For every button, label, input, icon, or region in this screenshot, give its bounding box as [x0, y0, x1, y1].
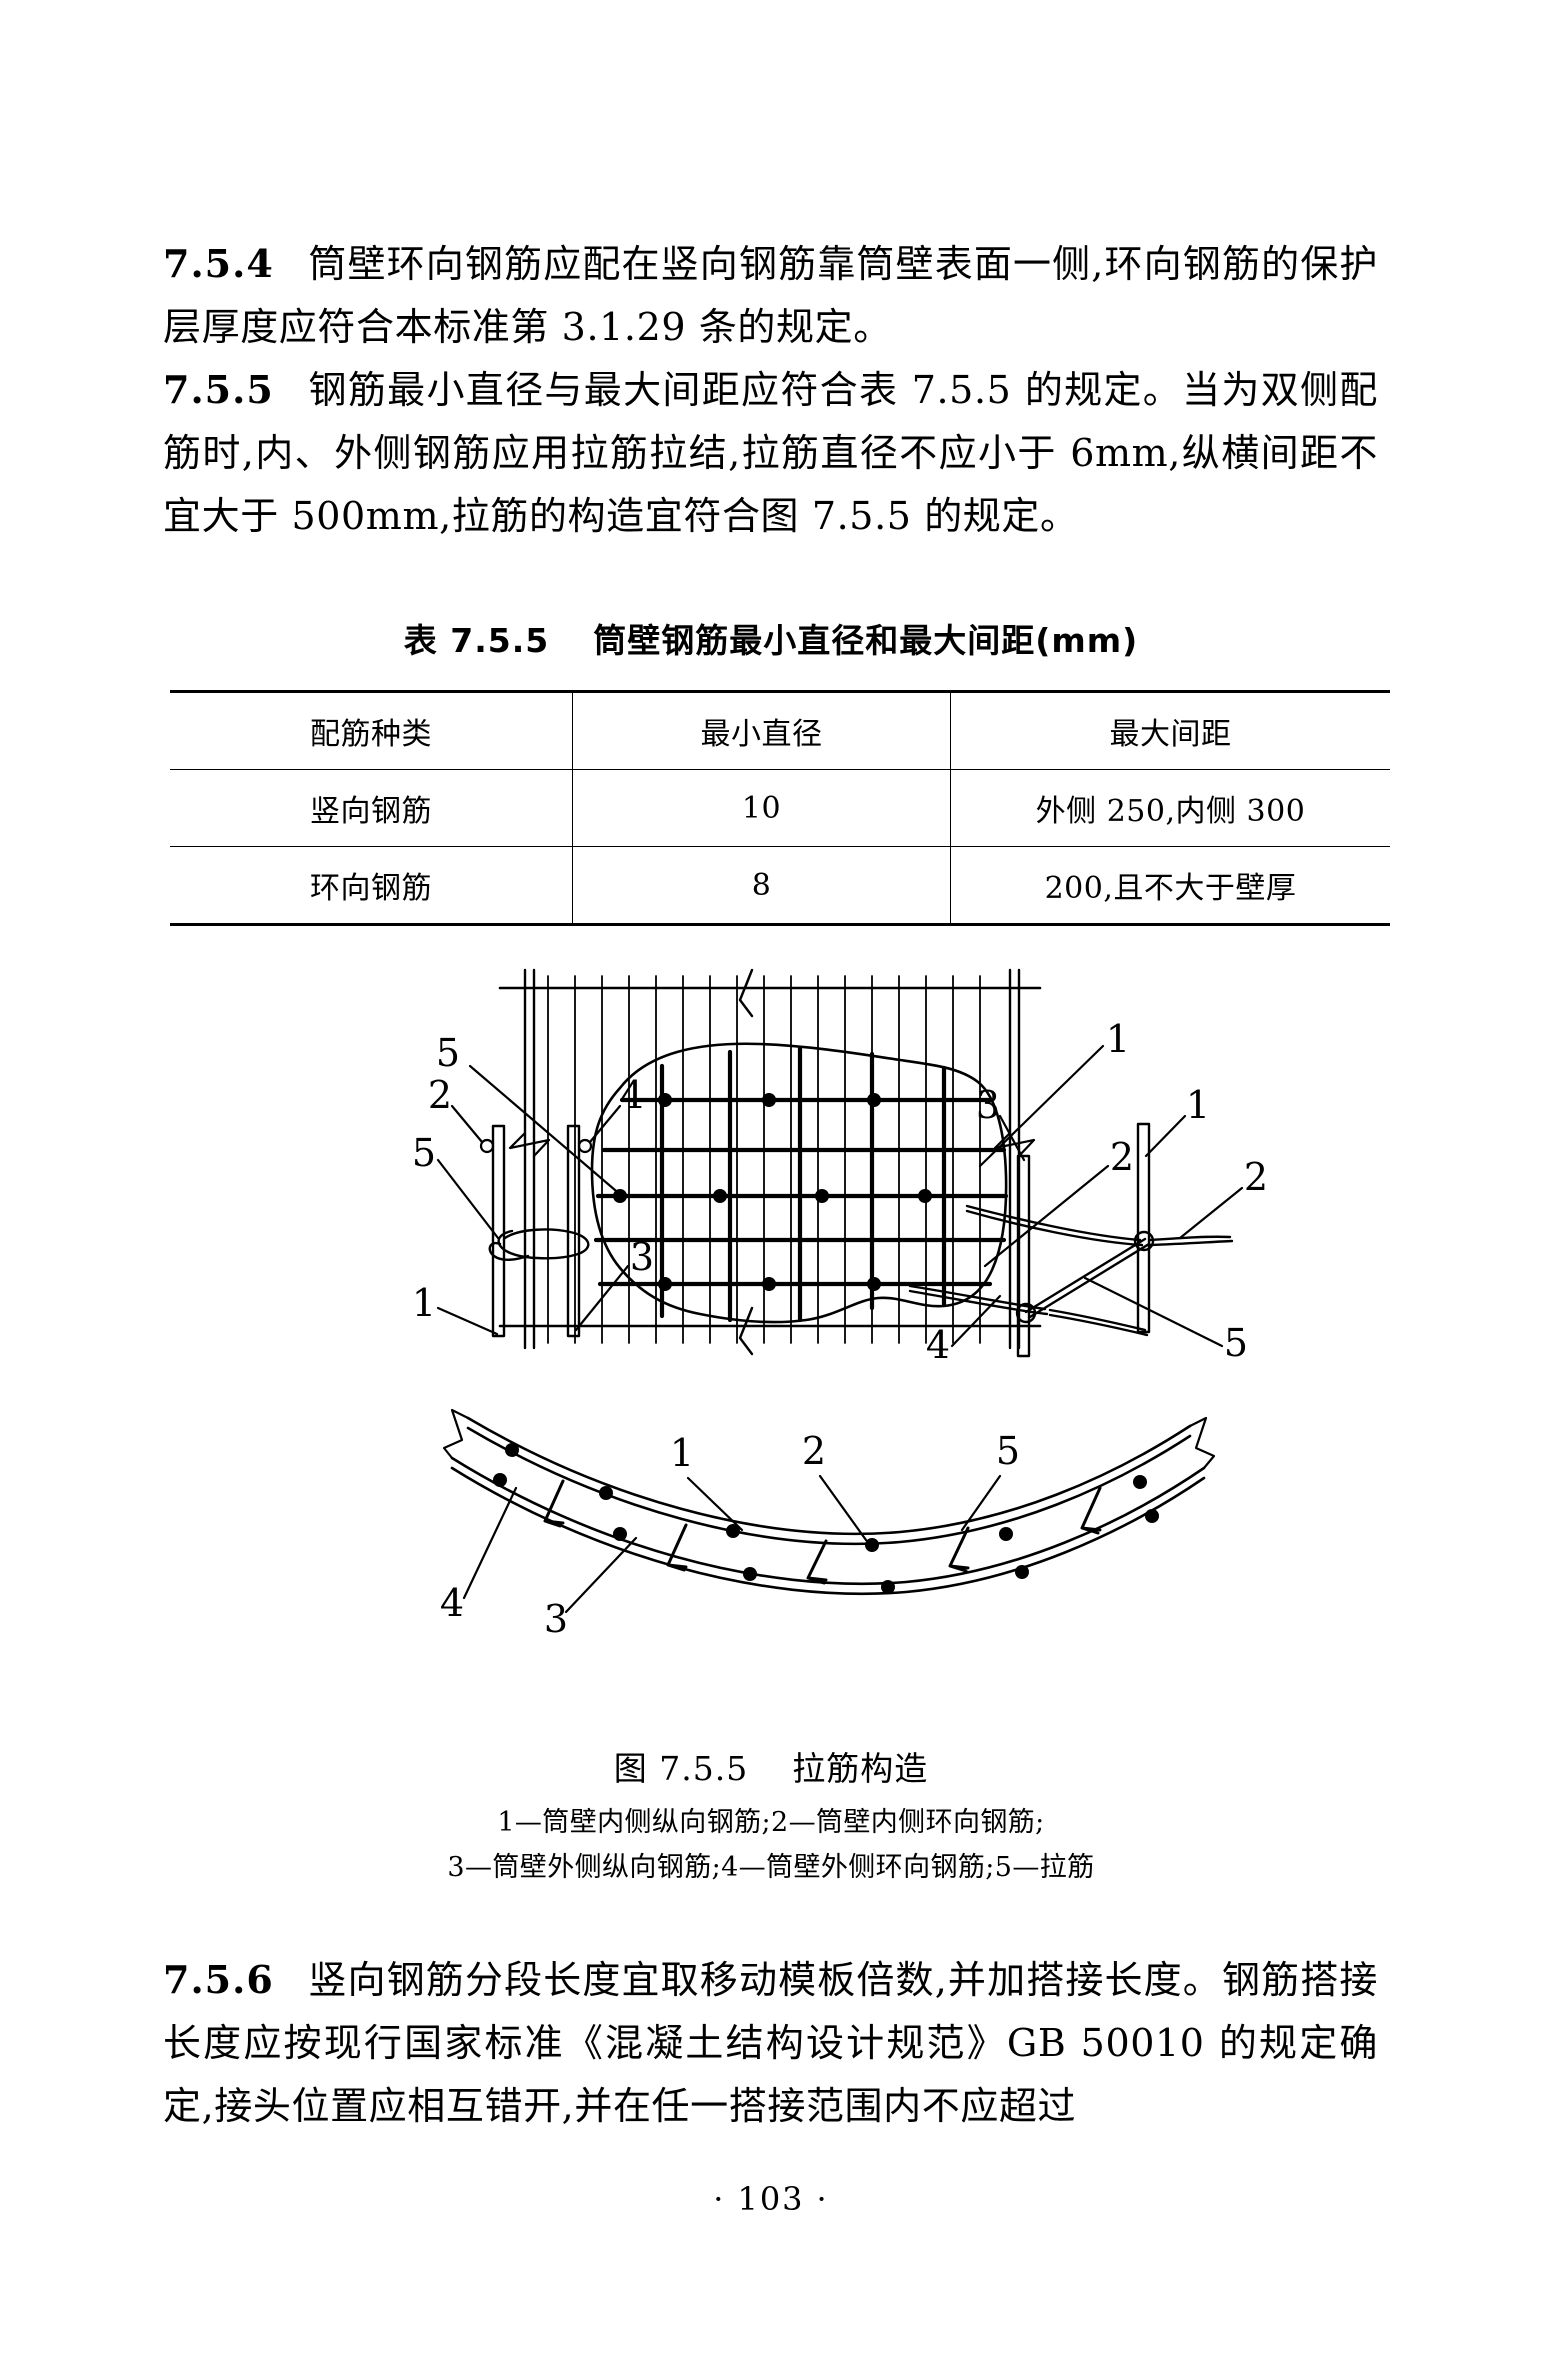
table-cell-r0c0: 竖向钢筋	[170, 769, 573, 847]
figure-note-line-1: 1—筒壁内侧纵向钢筋;2—筒壁内侧环向钢筋;	[497, 1807, 1045, 1838]
table-cell-r1c0: 环向钢筋	[170, 846, 573, 925]
rebar-tie-construction-diagram: 5 1 2 2 4 5 1 3 3 1 2 4 5 1 2 5 4 3	[412, 968, 1268, 1641]
table-header-row: 配筋种类 最小直径 最大间距	[170, 691, 1390, 770]
table-cell-r1c1: 8	[572, 846, 951, 925]
clause-number-7-5-6: 7.5.6	[163, 1957, 274, 2002]
callout-sec-2: 2	[802, 1429, 826, 1473]
callout-dl-2: 2	[428, 1073, 452, 1117]
table-caption: 筒壁钢筋最小直径和最大间距(mm)	[593, 621, 1139, 660]
figure-note-line-2: 3—筒壁外侧纵向钢筋;4—筒壁外侧环向钢筋;5—拉筋	[447, 1852, 1095, 1883]
detail-left-tie	[436, 1104, 630, 1338]
figure-caption: 图 7.5.5 拉筋构造	[0, 1742, 1542, 1790]
callout-dr-1: 1	[1186, 1083, 1210, 1127]
table-header-cell-1: 最小直径	[572, 691, 951, 770]
table-header-cell-2: 最大间距	[950, 691, 1390, 770]
figure-notes: 1—筒壁内侧纵向钢筋;2—筒壁内侧环向钢筋; 3—筒壁外侧纵向钢筋;4—筒壁外侧…	[0, 1800, 1542, 1890]
callout-sec-3: 3	[544, 1597, 568, 1641]
clause-text-7-5-4: 筒壁环向钢筋应配在竖向钢筋靠筒壁表面一侧,环向钢筋的保护层厚度应符合本标准第 3…	[163, 242, 1378, 349]
figure-7-5-5-drawing: 5 1 2 2 4 5 1 3 3 1 2 4 5 1 2 5 4 3	[0, 948, 1542, 1708]
callout-dl-1: 1	[412, 1281, 436, 1325]
table-label: 表 7.5.5	[403, 621, 550, 660]
clause-number-7-5-4: 7.5.4	[163, 241, 274, 286]
callout-dr-4: 4	[926, 1323, 950, 1367]
page-number: 103	[737, 2180, 805, 2218]
callout-dr-2: 2	[1244, 1155, 1268, 1199]
table-cell-r0c1: 10	[572, 769, 951, 847]
table-row: 竖向钢筋 10 外侧 250,内侧 300	[170, 769, 1390, 847]
callout-top-1: 1	[1106, 1017, 1130, 1061]
clause-text-7-5-6: 竖向钢筋分段长度宜取移动模板倍数,并加搭接长度。钢筋搭接长度应按现行国家标准《混…	[163, 1958, 1378, 2128]
table-title: 表 7.5.5 筒壁钢筋最小直径和最大间距(mm)	[0, 614, 1542, 662]
table-header-cell-0: 配筋种类	[170, 691, 573, 770]
callout-sec-1: 1	[670, 1431, 694, 1475]
callout-top-2: 2	[1110, 1135, 1134, 1179]
top-view-wall-elevation	[468, 968, 1110, 1356]
figure-label: 图 7.5.5	[613, 1749, 749, 1788]
table-cell-r0c2: 外侧 250,内侧 300	[950, 769, 1390, 847]
callout-top-5: 5	[436, 1031, 460, 1075]
callout-sec-5: 5	[996, 1429, 1020, 1473]
callout-sec-4: 4	[440, 1581, 464, 1625]
callout-dl-4: 4	[620, 1073, 644, 1117]
table-row: 环向钢筋 8 200,且不大于壁厚	[170, 846, 1390, 925]
callout-dl-5: 5	[412, 1131, 436, 1175]
table-7-5-5: 配筋种类 最小直径 最大间距 竖向钢筋 10 外侧 250,内侧 300 环向钢…	[170, 690, 1390, 926]
section-view-curved-wall	[442, 1408, 1216, 1614]
footer-dot-left: ·	[713, 2180, 726, 2218]
clause-text-7-5-5: 钢筋最小直径与最大间距应符合表 7.5.5 的规定。当为双侧配筋时,内、外侧钢筋…	[163, 368, 1378, 538]
callout-dr-3: 3	[976, 1083, 1000, 1127]
callout-dl-3: 3	[630, 1235, 654, 1279]
figure-title: 拉筋构造	[792, 1749, 929, 1788]
footer-dot-right: ·	[816, 2180, 829, 2218]
detail-right-tie	[908, 1114, 1244, 1358]
page-footer: · 103 ·	[0, 2180, 1542, 2218]
callout-dr-5: 5	[1224, 1321, 1248, 1365]
clause-number-7-5-5: 7.5.5	[163, 367, 274, 412]
table-cell-r1c2: 200,且不大于壁厚	[950, 846, 1390, 925]
